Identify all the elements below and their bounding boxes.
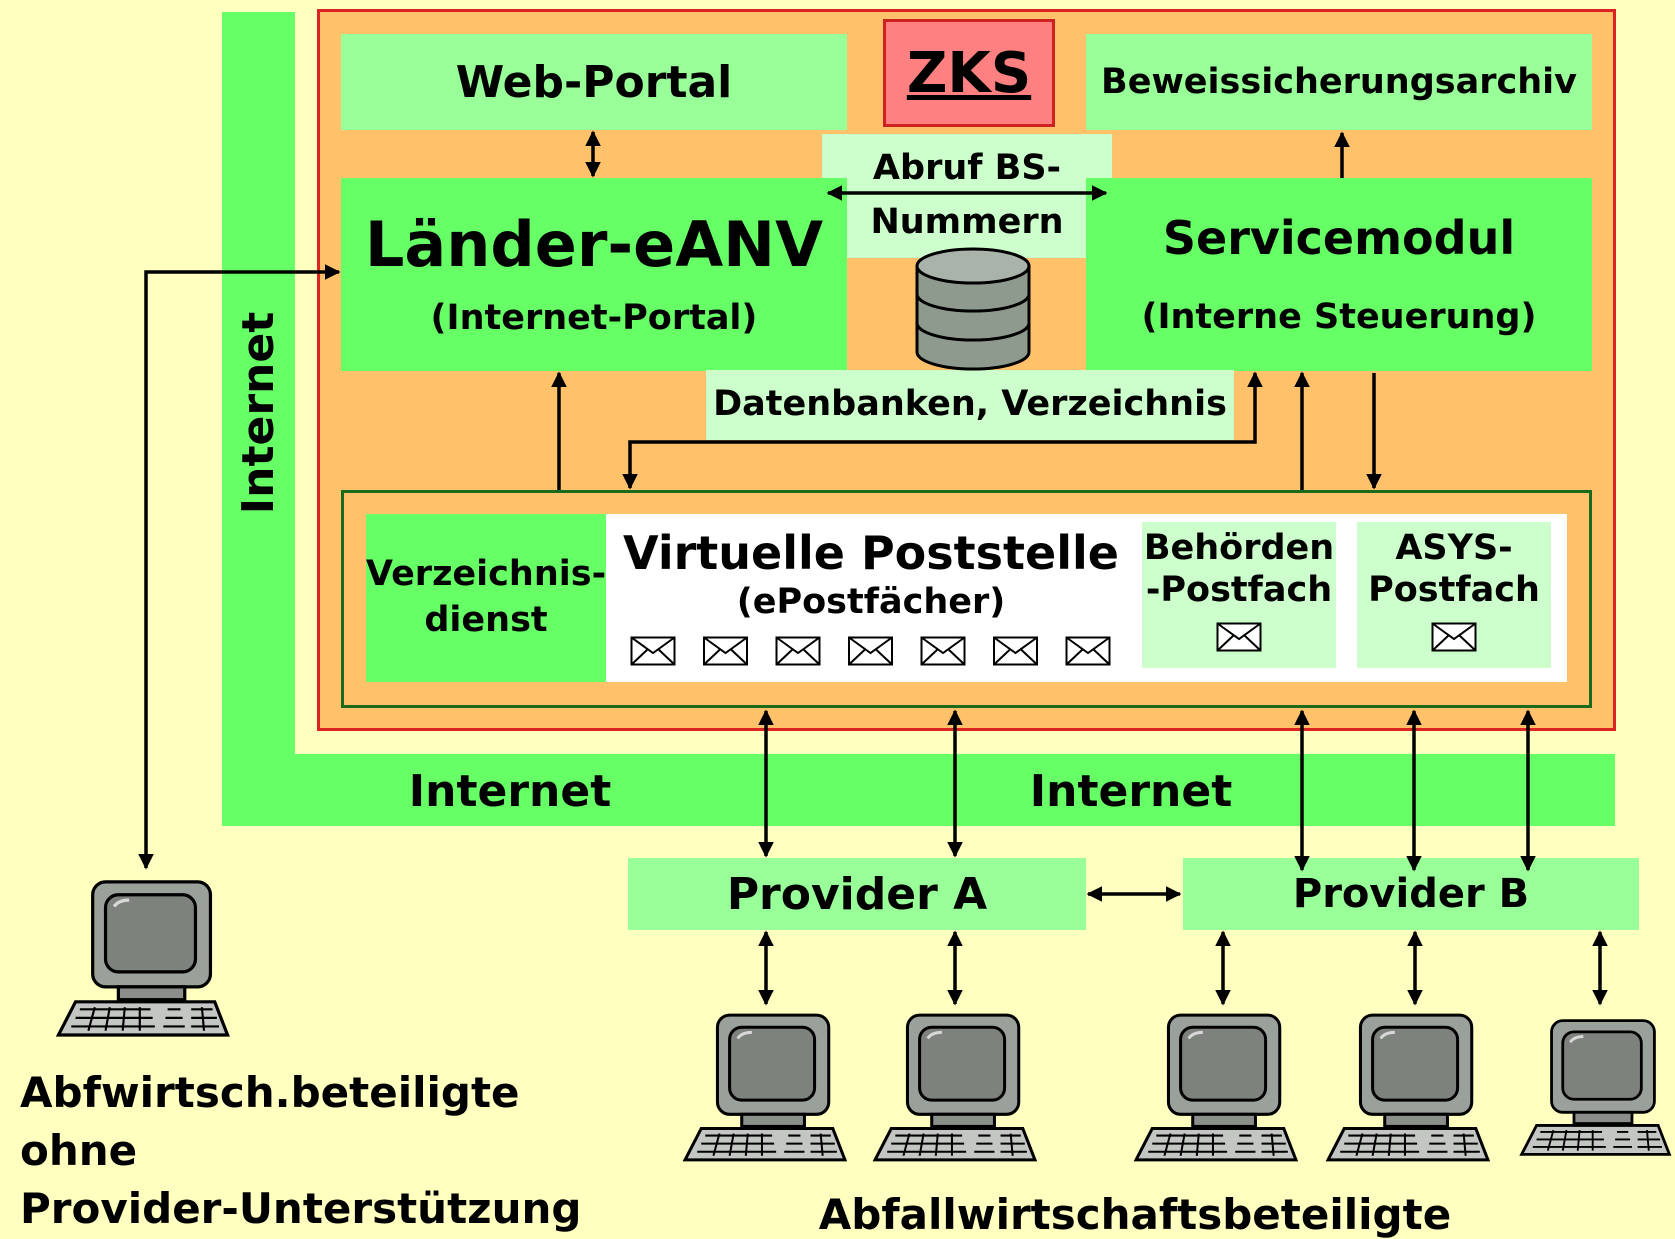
web-portal-box: Web-Portal [341,34,847,130]
caption-bottom: Abfallwirtschaftsbeteiligte [818,1190,1452,1239]
poststelle-envelope-icon [630,636,676,666]
servicemodul-subtitle: (Interne Steuerung) [1141,297,1537,337]
behoerden-postfach-line1: Behörden [1143,528,1335,568]
caption-left-line3: Provider-Unterstützung [20,1184,582,1233]
web-portal-label: Web-Portal [455,56,733,108]
poststelle-envelope-icon [703,636,748,666]
computer-icon-3 [1134,1013,1298,1162]
internet-label-right: Internet [1029,765,1233,817]
poststelle-envelope-icon [1065,636,1111,666]
provider-a-box: Provider A [628,858,1086,930]
internet-horizontal-band [222,754,1615,826]
verzeichnisdienst-box [366,514,606,682]
poststelle-envelope-icon [775,636,821,666]
computer-icon-4 [1326,1013,1490,1162]
behoerden-envelope-icon [1216,622,1262,652]
poststelle-subtitle: (ePostfächer) [736,582,1006,622]
servicemodul-box [1086,178,1592,371]
provider-b-label: Provider B [1292,871,1530,917]
vps-container [341,490,1592,708]
asys-postfach-line1: ASYS- [1395,528,1513,568]
abruf-line2: Nummern [870,202,1064,242]
computer-icon-left [56,880,230,1037]
computer-icon-5 [1520,1019,1671,1156]
arrow-left-user-laender [138,264,341,870]
asys-postfach-line2: Postfach [1368,570,1540,610]
caption-left-line1: Abfwirtsch.beteiligte [20,1068,520,1117]
laender-eanv-subtitle: (Internet-Portal) [430,298,758,338]
poststelle-envelope-icon [848,636,893,666]
internet-label-left: Internet [408,765,612,817]
verzeichnisdienst-line1: Verzeichnis- [365,554,607,594]
verzeichnisdienst-line2: dienst [424,600,548,640]
poststelle-title: Virtuelle Poststelle [623,526,1119,580]
arrow-service-verzeichnis [622,371,1263,490]
computer-icon-2 [873,1013,1037,1162]
asys-envelope-icon [1431,622,1477,652]
computer-icon-1 [683,1013,847,1162]
laender-eanv-box [341,178,847,371]
archive-box: Beweissicherungsarchiv [1086,34,1592,130]
poststelle-envelope-icon [993,636,1038,666]
laender-eanv-title: Länder-eANV [364,207,824,281]
archive-label: Beweissicherungsarchiv [1101,62,1577,102]
provider-a-label: Provider A [726,868,988,920]
behoerden-postfach-line2: -Postfach [1145,570,1333,610]
abruf-line1: Abruf BS- [872,148,1062,188]
zks-title: ZKS [883,19,1055,127]
caption-left-line2: ohne [20,1126,138,1175]
poststelle-envelope-icon [920,636,966,666]
servicemodul-title: Servicemodul [1162,211,1516,265]
database-icon [915,247,1031,371]
